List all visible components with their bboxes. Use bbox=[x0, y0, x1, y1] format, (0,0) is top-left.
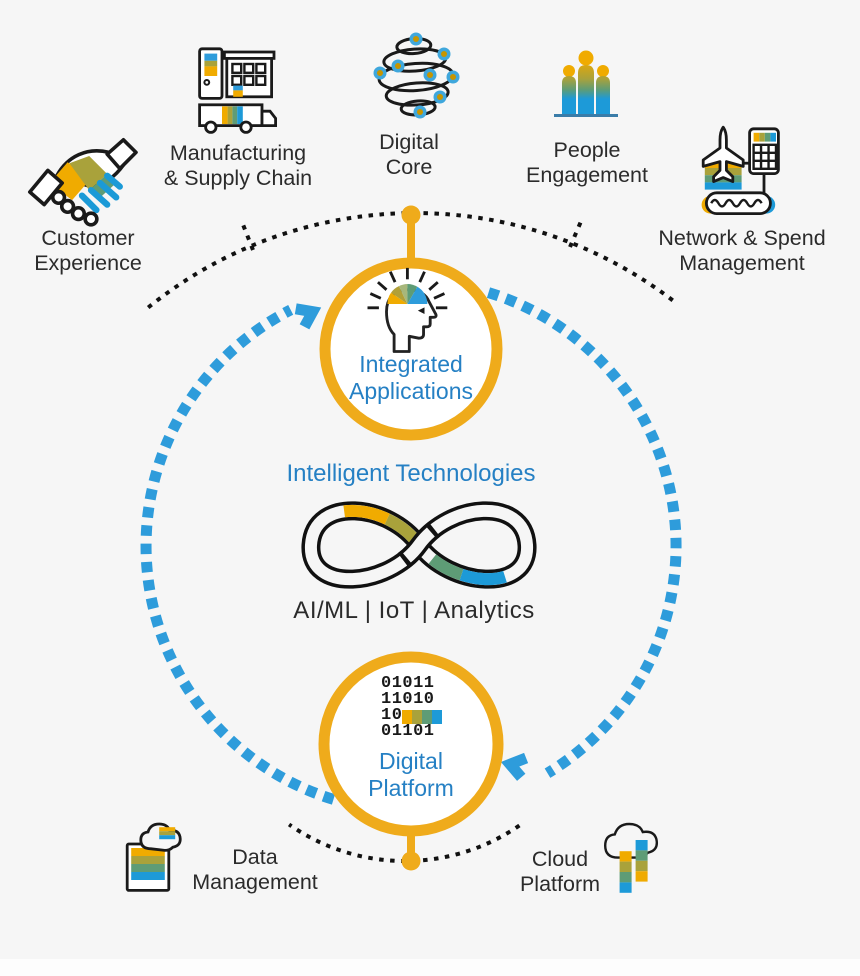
bit-block-blue bbox=[432, 709, 443, 724]
bit-block-gold bbox=[402, 709, 413, 724]
label-digital-core: Digital Core bbox=[379, 130, 439, 179]
head-profile bbox=[385, 288, 438, 353]
label-digital-platform: Digital Platform bbox=[368, 748, 454, 801]
people-bars-icon bbox=[554, 50, 618, 117]
label-data-management: Data Management bbox=[192, 845, 318, 894]
bottom-connector-dot bbox=[401, 851, 421, 871]
plane-shape bbox=[701, 125, 745, 184]
label-people-engagement: People Engagement bbox=[526, 138, 648, 187]
document-cloud-icon bbox=[125, 822, 182, 892]
plane-calculator-icon bbox=[701, 125, 780, 216]
label-network-spend-management: Network & Spend Management bbox=[658, 226, 826, 275]
infinity-icon bbox=[301, 501, 537, 589]
handshake-icon bbox=[28, 138, 138, 227]
sphere-nodes bbox=[373, 32, 460, 119]
label-intelligent-technologies: Intelligent Technologies bbox=[286, 460, 536, 487]
factory-truck-icon bbox=[198, 47, 278, 134]
binary-code-icon: 01011 11010 10 01101 bbox=[381, 675, 443, 740]
wireframe-sphere-icon bbox=[373, 32, 460, 119]
label-manufacturing-supply-chain: Manufacturing & Supply Chain bbox=[163, 141, 313, 190]
label-technologies-list: AI/ML | IoT | Analytics bbox=[293, 597, 535, 624]
label-customer-experience: Customer Experience bbox=[34, 226, 142, 275]
flow-arrow-bottom bbox=[500, 752, 529, 781]
flow-arrow-top bbox=[294, 303, 322, 330]
top-connector-dot bbox=[401, 205, 421, 225]
bit-block-olive bbox=[412, 709, 423, 724]
top-dotted-branch-left bbox=[240, 221, 255, 251]
label-integrated-applications: Integrated Applications bbox=[348, 351, 474, 404]
top-dotted-arc bbox=[146, 211, 678, 310]
cloud-bars-icon bbox=[603, 822, 658, 893]
brain-slices bbox=[387, 284, 428, 304]
bottom-white-strip bbox=[0, 959, 860, 976]
flow-arc-right bbox=[486, 287, 682, 778]
integrated-applications-circle bbox=[319, 257, 503, 441]
bit-block-green bbox=[422, 709, 433, 724]
head-brain-icon bbox=[367, 267, 448, 353]
top-dotted-branch-right bbox=[568, 218, 584, 248]
face-arrow bbox=[417, 307, 425, 314]
flow-circle bbox=[140, 287, 682, 805]
flow-arc-left bbox=[140, 305, 336, 805]
label-cloud-platform: Cloud Platform bbox=[519, 847, 601, 896]
digital-platform-circle bbox=[318, 651, 504, 837]
